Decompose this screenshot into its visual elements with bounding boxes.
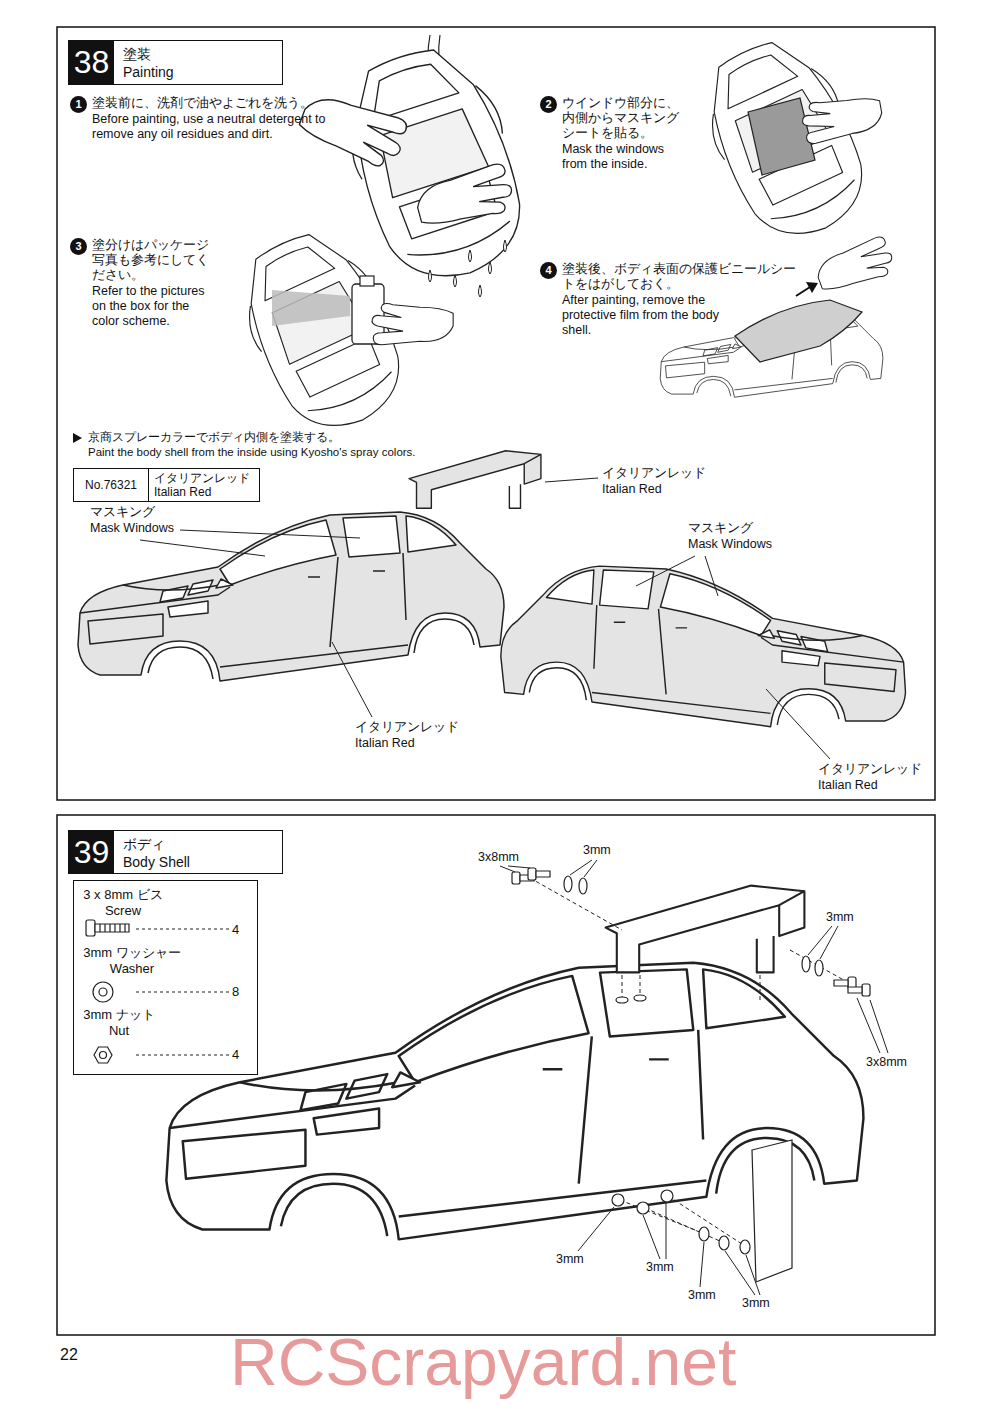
step-number: 3 xyxy=(70,238,87,255)
page-number: 22 xyxy=(60,1345,78,1364)
step-header: 38塗装 Painting xyxy=(68,40,283,85)
dimension-label: 3mm xyxy=(646,1260,674,1275)
step-number: 2 xyxy=(540,96,557,113)
instruction-jp: 塗分けはパッケージ写真も参考にしてください。 xyxy=(92,238,212,283)
instruction-jp: 塗装前に、洗剤で油やよごれを洗う。 xyxy=(92,96,364,111)
color-box: No.76321イタリアンレッド Italian Red xyxy=(73,468,260,502)
part-count: 8 xyxy=(232,984,239,1000)
dimension-leaders xyxy=(500,860,888,1295)
step-header: 39ボディ Body Shell xyxy=(68,830,283,874)
step-number: 39 xyxy=(69,831,114,873)
step-number: 38 xyxy=(69,41,114,84)
instruction-jp: ウインドウ部分に、内側からマスキングシートを貼る。 xyxy=(562,96,690,141)
masking-illustration xyxy=(685,25,885,255)
color-label-en: Italian Red xyxy=(602,482,662,497)
parts-icons xyxy=(86,920,230,1063)
instruction-en: Before painting, use a neutral detergent… xyxy=(92,112,354,142)
note-jp: 京商スプレーカラーでボディ内側を塗装する。 xyxy=(88,431,340,445)
note-en: Paint the body shell from the inside usi… xyxy=(88,446,416,460)
step-number: 1 xyxy=(70,96,87,113)
dimension-label: 3mm xyxy=(826,910,854,925)
instruction-jp: 塗装後、ボディ表面の保護ビニールシートをはがしておく。 xyxy=(562,262,796,292)
part-name: 3 x 8mm ビス Screw xyxy=(82,887,164,919)
watermark: RCScrapyard.net xyxy=(230,1326,736,1399)
dimension-label: 3x8mm xyxy=(866,1055,907,1070)
dimension-label: 3mm xyxy=(583,843,611,858)
step-title: 塗装 Painting xyxy=(123,45,176,81)
color-label-en: Italian Red xyxy=(355,736,415,751)
instruction-en: After painting, remove the protective fi… xyxy=(562,293,720,338)
painted-body-drawings xyxy=(78,451,906,727)
color-label-en: Italian Red xyxy=(818,778,878,793)
part-name: 3mm ナット Nut xyxy=(82,1007,156,1039)
step-title: ボディ Body Shell xyxy=(123,835,192,871)
color-label-jp: イタリアンレッド xyxy=(602,466,706,481)
mask-label-en: Mask Windows xyxy=(90,521,174,536)
part-name: 3mm ワッシャー Washer xyxy=(82,945,182,977)
part-count: 4 xyxy=(232,1047,239,1063)
paint-name: イタリアンレッド Italian Red xyxy=(148,469,257,501)
note-marker xyxy=(73,433,82,443)
parts-list-box: 3 x 8mm ビス Screw 4 3mm ワッシャー Washer 8 3mm ナッ… xyxy=(73,880,258,1075)
spraying-illustration xyxy=(222,217,453,447)
color-label-jp: イタリアンレッド xyxy=(355,720,459,735)
paint-number: No.76321 xyxy=(74,469,148,501)
dimension-label: 3mm xyxy=(556,1252,584,1267)
instruction-en: Mask the windows from the inside. xyxy=(562,142,684,172)
step-number: 4 xyxy=(540,262,557,279)
assembly-drawing xyxy=(166,868,870,1282)
part-count: 4 xyxy=(232,922,239,938)
dimension-label: 3mm xyxy=(688,1288,716,1303)
leader-lines xyxy=(140,478,830,759)
mask-label-jp: マスキング xyxy=(90,505,155,520)
dimension-label: 3x8mm xyxy=(478,850,519,865)
mask-label-en: Mask Windows xyxy=(688,537,772,552)
mask-label-jp: マスキング xyxy=(688,521,753,536)
instruction-en: Refer to the pictures on the box for the… xyxy=(92,284,216,329)
color-label-jp: イタリアンレッド xyxy=(818,762,922,777)
dimension-label: 3mm xyxy=(742,1296,770,1311)
